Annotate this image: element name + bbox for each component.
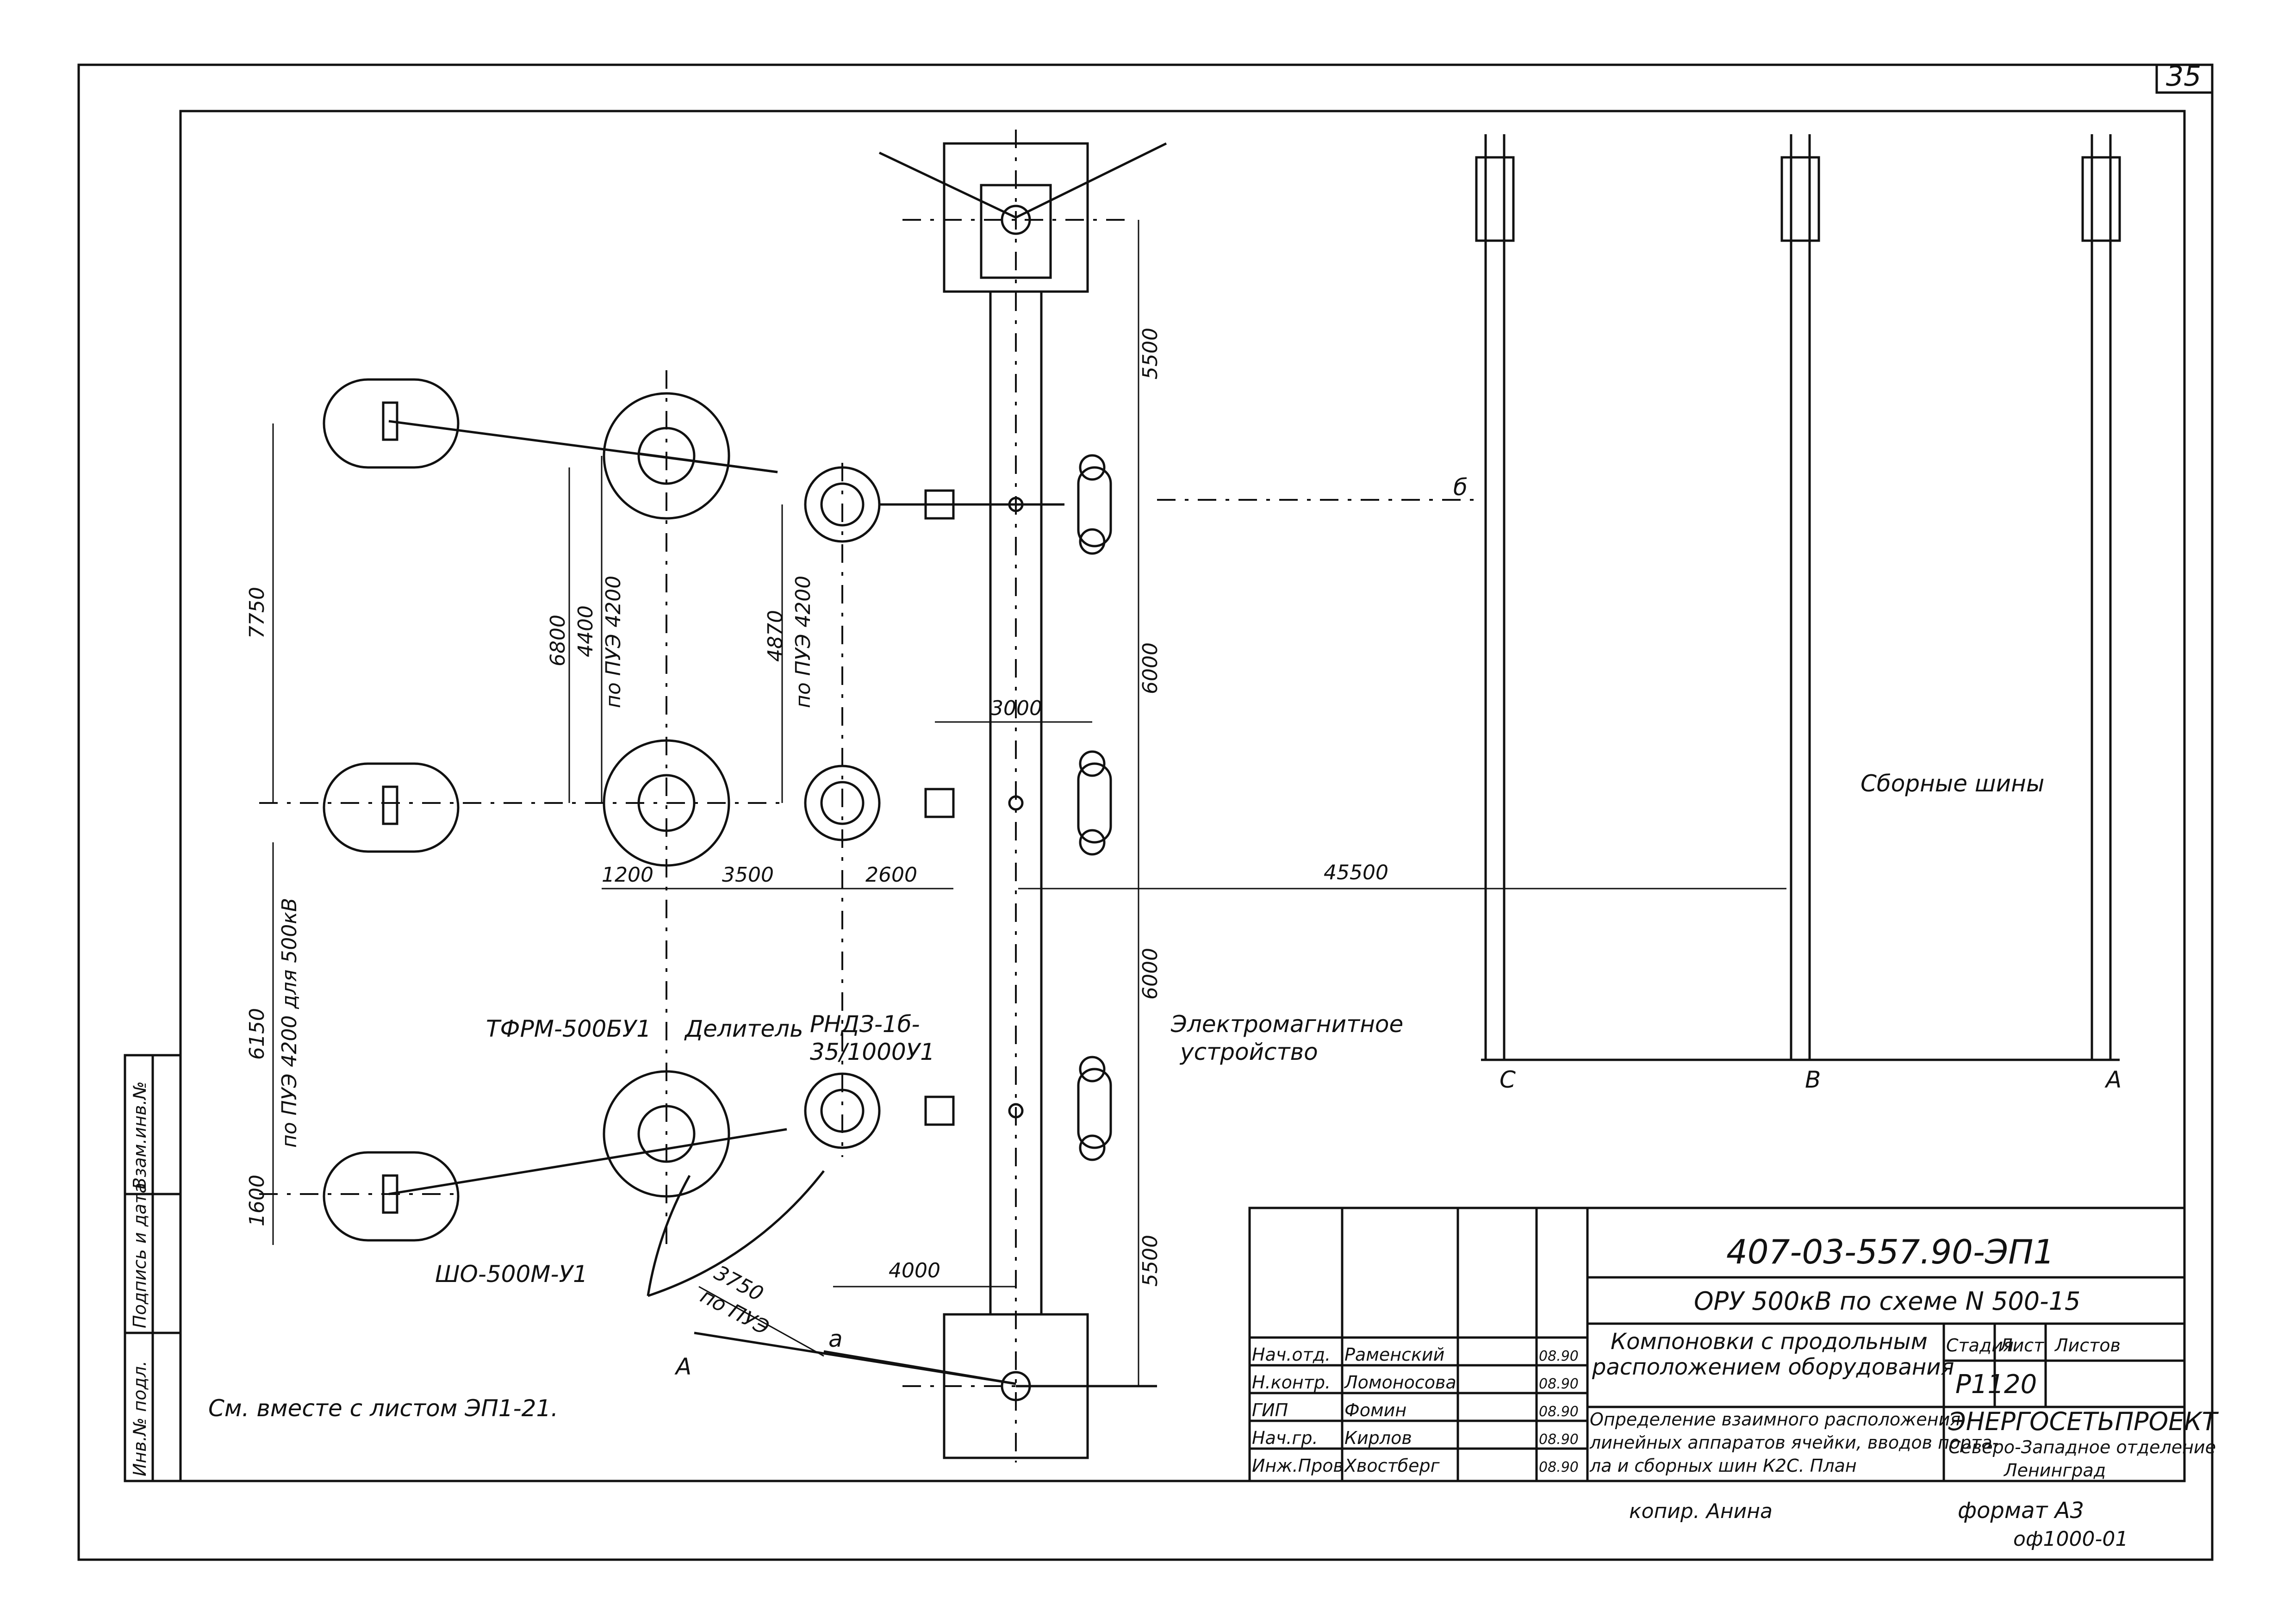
- dim-6800: 6800: [546, 615, 570, 666]
- tb-role-2: ГИП: [1252, 1400, 1288, 1420]
- label-point-a: а: [828, 1325, 843, 1352]
- dim-3500: 3500: [722, 863, 774, 887]
- equipment-row-bottom: [323, 1056, 1112, 1297]
- side-stamp-texts: Инв.№ подл. Подпись и дата Взам.инв.№: [130, 1081, 150, 1476]
- dim-1200: 1200: [602, 863, 653, 887]
- tb-code: 407-03-557.90-ЭП1: [1726, 1232, 2054, 1271]
- tb-object: ОРУ 500кВ по схеме N 500-15: [1694, 1287, 2080, 1316]
- tb-name-0: Раменский: [1344, 1344, 1444, 1365]
- tb-name-2: Фомин: [1344, 1400, 1406, 1420]
- tb-name-3: Кирлов: [1344, 1428, 1412, 1448]
- equipment-row-middle: [323, 739, 1112, 867]
- tb-stage-label: Стадия: [1946, 1335, 2014, 1356]
- equipment-labels: ТФРМ-500БУ1 Делитель РНДЗ-1б- 35/1000У1 …: [208, 474, 2122, 1422]
- footer-format: формат А3: [1958, 1498, 2084, 1524]
- label-busbars: Сборные шины: [1860, 770, 2044, 797]
- dim-6000-a: 6000: [1139, 642, 1162, 694]
- title-block: 407-03-557.90-ЭП1 ОРУ 500кВ по схеме N 5…: [1252, 1232, 2219, 1481]
- tb-name-1: Ломоносова: [1344, 1372, 1456, 1393]
- tb-role-0: Нач.отд.: [1252, 1344, 1331, 1365]
- tb-stage: Р11: [1955, 1369, 2004, 1400]
- dim-1600: 1600: [245, 1175, 269, 1226]
- page-number: 35: [2166, 60, 2201, 93]
- label-bus-c: С: [1500, 1066, 1516, 1093]
- dim-3000: 3000: [990, 697, 1042, 720]
- title-block-frame: [1248, 1207, 2186, 1482]
- dim-6000-b: 6000: [1139, 948, 1162, 1000]
- tb-date-3: 08.90: [1539, 1431, 1579, 1448]
- side-inv-podl: Инв.№ подл.: [130, 1361, 150, 1476]
- footer: копир. Анина формат А3 оф1000-01: [1629, 1498, 2128, 1551]
- equipment-row-top: [323, 378, 1112, 555]
- label-tfrm: ТФРМ-500БУ1: [486, 1015, 651, 1042]
- tb-sheet-label: Лист: [1998, 1335, 2045, 1356]
- dimension-texts: 5500 6000 6000 5500 7750 6800 4400 по ПУ…: [245, 328, 1388, 1340]
- dim-4000: 4000: [889, 1259, 940, 1282]
- label-rnd: РНДЗ-1б-: [810, 1011, 920, 1038]
- label-rnd-2: 35/1000У1: [810, 1039, 935, 1065]
- tb-role-3: Нач.гр.: [1252, 1428, 1318, 1448]
- tb-role-4: Инж.Пров.: [1252, 1456, 1349, 1476]
- tb-date-1: 08.90: [1539, 1376, 1579, 1392]
- tb-title-2: расположением оборудования: [1592, 1354, 1954, 1380]
- tb-sheet: 20: [2004, 1369, 2037, 1400]
- tb-org-1: ЭНЕРГОСЕТЬПРОЕКТ: [1948, 1407, 2219, 1436]
- dim-7750: 7750: [245, 587, 269, 639]
- label-section-a: А: [674, 1353, 691, 1380]
- tb-sheets-label: Листов: [2054, 1335, 2121, 1356]
- tb-title-1: Компоновки с продольным: [1611, 1329, 1928, 1355]
- footer-copied: копир. Анина: [1629, 1500, 1773, 1523]
- tb-org-3: Ленинград: [2003, 1460, 2106, 1481]
- label-bus-a: А: [2104, 1066, 2122, 1093]
- row-axes: [259, 370, 1481, 1250]
- tb-subtitle-1: Определение взаимного расположения: [1590, 1409, 1960, 1430]
- dim-5500-bottom: 5500: [1139, 1235, 1162, 1287]
- label-divider: Делитель: [684, 1015, 803, 1042]
- label-bus-b: В: [1805, 1066, 1821, 1093]
- dim-45500: 45500: [1324, 861, 1388, 884]
- tb-role-1: Н.контр.: [1252, 1372, 1331, 1393]
- dim-6150: 6150: [245, 1008, 269, 1060]
- see-also-note: См. вместе с листом ЭП1-21.: [208, 1395, 558, 1422]
- tb-date-4: 08.90: [1539, 1459, 1579, 1475]
- busbars: [1475, 134, 2121, 1061]
- dim-6150-note: по ПУЭ 4200 для 500кВ: [278, 898, 301, 1148]
- tb-name-4: Хвостберг: [1344, 1456, 1440, 1476]
- label-em-device-2: устройство: [1179, 1039, 1318, 1065]
- label-sho: ШО-500М-У1: [435, 1261, 588, 1288]
- side-sign-date: Подпись и дата: [130, 1182, 150, 1328]
- tb-subtitle-3: ла и сборных шин К2С. План: [1589, 1456, 1857, 1476]
- dim-2600: 2600: [865, 863, 917, 887]
- label-em-device-1: Электромагнитное: [1170, 1011, 1403, 1038]
- dim-4870-note: по ПУЭ 4200: [791, 576, 815, 708]
- dim-4870: 4870: [764, 610, 787, 662]
- tb-org-2: Северо-Западное отделение: [1948, 1437, 2216, 1457]
- tb-subtitle-2: линейных аппаратов ячейки, вводов порта-: [1589, 1432, 1998, 1453]
- tb-date-2: 08.90: [1539, 1404, 1579, 1420]
- label-point-b: б: [1453, 474, 1468, 501]
- dim-4400: 4400: [574, 605, 597, 657]
- tb-date-0: 08.90: [1539, 1348, 1579, 1364]
- inner-frame: [179, 110, 2186, 1482]
- side-vzam-inv: Взам.инв.№: [130, 1081, 150, 1189]
- dimension-lines: [272, 220, 1786, 1386]
- dim-4400-note: по ПУЭ 4200: [602, 576, 625, 708]
- dim-5500-top: 5500: [1139, 328, 1162, 380]
- page-number-box: [2155, 65, 2212, 94]
- outer-frame: [77, 63, 2214, 1561]
- footer-code: оф1000-01: [2013, 1527, 2128, 1551]
